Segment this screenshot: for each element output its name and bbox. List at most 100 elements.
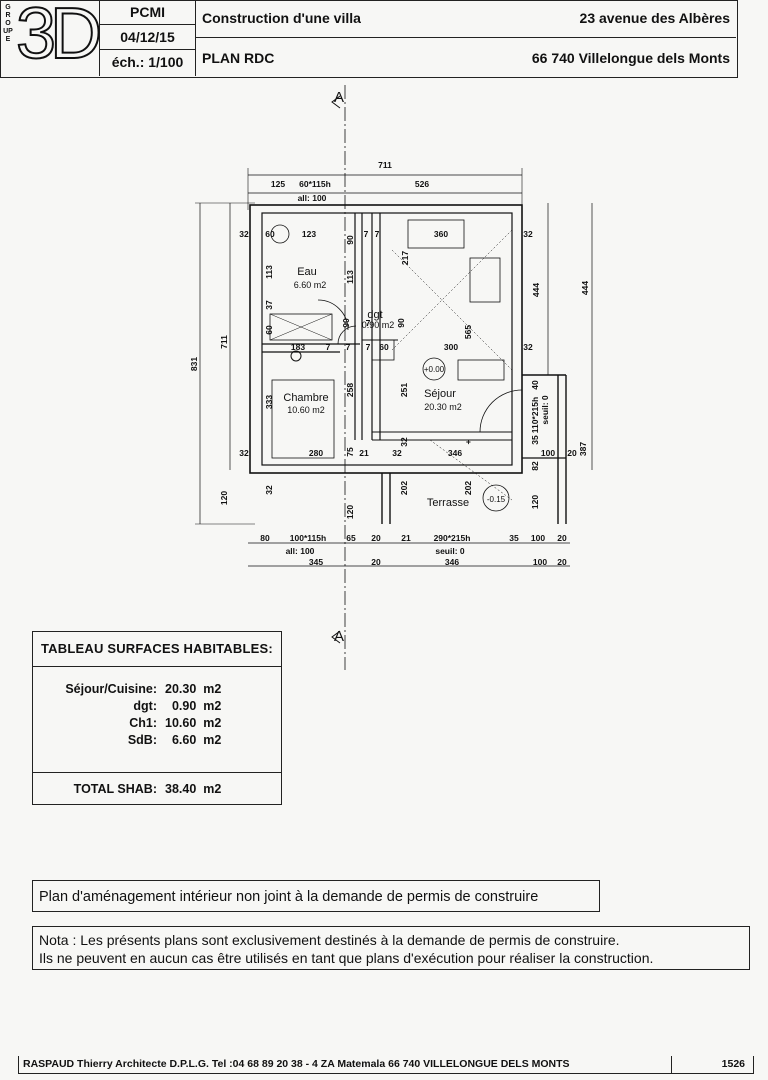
dim-int: 123 <box>302 229 316 239</box>
nota-box: Nota : Les présents plans sont exclusive… <box>32 926 750 970</box>
surface-row-ch1: Ch1: 10.60 m2 <box>33 716 281 733</box>
dim-bottom-1: 80 <box>260 533 270 543</box>
dim-left-bottom: 120 <box>219 491 229 505</box>
logo-vertical-text: GROUPE <box>3 4 13 43</box>
dim-int: 110*215h <box>530 397 540 433</box>
dim-int: 60 <box>379 342 389 352</box>
section-mark-top: A <box>334 89 344 106</box>
dim-int: 258 <box>345 383 355 397</box>
surface-label: dgt: <box>133 699 157 713</box>
total-value: 38.40 <box>165 782 197 796</box>
dim-int: 90 <box>341 318 351 328</box>
dim-top-1: 125 <box>271 179 285 189</box>
surfaces-table: TABLEAU SURFACES HABITABLES: Séjour/Cuis… <box>32 631 282 805</box>
dim-bottom-8: 100 <box>531 533 545 543</box>
room-sejour-area: 20.30 m2 <box>424 402 462 412</box>
nota-line-1: Nota : Les présents plans sont exclusive… <box>39 932 620 948</box>
dim-int: 60 <box>264 325 274 335</box>
dim-bottom-row2-2: 20 <box>371 557 381 567</box>
dim-top-2: 60*115h <box>299 179 331 189</box>
dim-int: 32 <box>523 229 533 239</box>
dim-int: 7 <box>366 342 371 352</box>
total-unit: m2 <box>203 782 222 796</box>
surfaces-rows: Séjour/Cuisine: 20.30 m2 dgt: 0.90 m2 Ch… <box>33 682 281 750</box>
dim-int: 21 <box>359 448 369 458</box>
dim-bottom-3: 65 <box>346 533 356 543</box>
dim-int: 113 <box>345 270 355 284</box>
dim-int: 360 <box>434 229 448 239</box>
surface-unit: m2 <box>203 699 222 713</box>
dim-int: 7 <box>346 342 351 352</box>
dim-int: 90 <box>396 318 406 328</box>
logo: 3D <box>15 0 103 75</box>
project-row: Construction d'une villa 23 avenue des A… <box>196 0 736 38</box>
surface-value: 6.60 <box>171 733 197 747</box>
surfaces-title: TABLEAU SURFACES HABITABLES: <box>33 632 281 667</box>
room-eau-name: Eau <box>297 266 317 278</box>
dim-bottom-sub-1: all: 100 <box>286 546 315 556</box>
dim-total-width: 711 <box>378 160 392 170</box>
dim-int: 7 <box>375 229 380 239</box>
room-sejour-name: Séjour <box>424 388 456 400</box>
dim-int: 346 <box>448 448 462 458</box>
sheet-title: PLAN RDC <box>202 50 275 66</box>
surface-unit: m2 <box>203 682 222 696</box>
dim-int: 32 <box>399 437 409 447</box>
dim-int: 32 <box>264 485 274 495</box>
sheet-row: PLAN RDC 66 740 Villelongue dels Monts <box>196 38 736 76</box>
dim-int: 32 <box>392 448 402 458</box>
notice-box: Plan d'aménagement intérieur non joint à… <box>32 880 600 912</box>
dim-bottom-9: 20 <box>557 533 567 543</box>
dim-bottom-7: 35 <box>509 533 519 543</box>
dim-int: 75 <box>345 447 355 457</box>
dim-right-444a: 444 <box>531 283 541 297</box>
dim-right-387: 387 <box>578 442 588 456</box>
dim-int: 90 <box>345 235 355 245</box>
surface-label: SdB: <box>127 733 157 747</box>
dim-int: 202 <box>463 481 473 495</box>
dim-int: 202 <box>399 481 409 495</box>
scale-cell: éch.: 1/100 <box>100 50 196 76</box>
dim-bottom-6: 290*215h <box>434 533 471 543</box>
dim-int: seuil: 0 <box>540 395 550 425</box>
surface-label: Séjour/Cuisine: <box>65 682 157 696</box>
dim-bottom-4: 20 <box>371 533 381 543</box>
total-label: TOTAL SHAB: <box>73 782 157 796</box>
dim-int: 100 <box>541 448 555 458</box>
dim-int: 113 <box>264 265 274 279</box>
dim-int: 251 <box>399 383 409 397</box>
level-terrace: -0.15 <box>487 495 506 504</box>
room-chambre-area: 10.60 m2 <box>287 405 325 415</box>
logo-cell: GROUPE 3D <box>0 0 103 76</box>
room-chambre-name: Chambre <box>283 392 328 404</box>
dim-int: 217 <box>400 251 410 265</box>
dim-int: 32 <box>239 448 249 458</box>
architect-footer: RASPAUD Thierry Architecte D.P.L.G. Tel … <box>18 1056 754 1074</box>
surface-value: 20.30 <box>165 682 197 696</box>
dim-int: 40 <box>530 380 540 390</box>
address-line-1: 23 avenue des Albères <box>579 10 730 26</box>
level-floor: +0.00 <box>424 365 445 374</box>
dim-int: 7 <box>364 229 369 239</box>
dim-int: 120 <box>530 495 540 509</box>
dim-int: 7 <box>366 318 371 328</box>
address-line-2: 66 740 Villelongue dels Monts <box>531 50 730 66</box>
dim-bottom-row2-5: 20 <box>557 557 567 567</box>
surfaces-total: TOTAL SHAB: 38.40 m2 <box>33 772 281 805</box>
dim-bottom-sub-2: seuil: 0 <box>435 546 465 556</box>
architect-info: RASPAUD Thierry Architecte D.P.L.G. Tel … <box>23 1058 570 1070</box>
dim-int: 82 <box>530 461 540 471</box>
dim-int: 60 <box>265 229 275 239</box>
dim-left-inner: 711 <box>219 335 229 349</box>
dim-top-4: 526 <box>415 179 429 189</box>
dim-int: 565 <box>463 325 473 339</box>
room-eau-area: 6.60 m2 <box>294 280 327 290</box>
title-block: GROUPE 3D PCMI 04/12/15 éch.: 1/100 Cons… <box>0 0 738 78</box>
surface-row-dgt: dgt: 0.90 m2 <box>33 699 281 716</box>
dim-left-total: 831 <box>189 357 199 371</box>
dim-right-444b: 444 <box>580 281 590 295</box>
dim-int: 37 <box>264 300 274 310</box>
dim-int: 32 <box>239 229 249 239</box>
surface-row-sdb: SdB: 6.60 m2 <box>33 733 281 750</box>
